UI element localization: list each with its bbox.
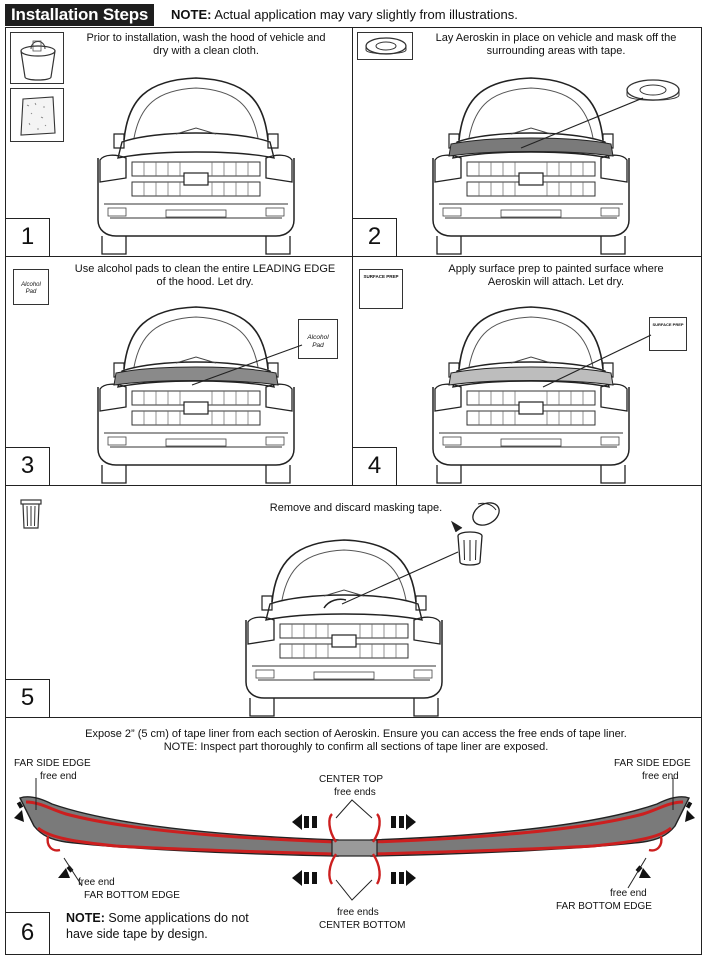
- step-6-instruction-1: Expose 2” (5 cm) of tape liner from each…: [85, 728, 627, 740]
- free-end-right-label: free end: [642, 771, 679, 782]
- step-4-number: 4: [353, 447, 397, 485]
- step-4-instruction: Apply surface prep to painted surface wh…: [448, 263, 664, 288]
- alcohol-pad-label-2: Pad: [25, 289, 37, 295]
- step-3-leader: [191, 344, 303, 386]
- step-2-leader: [520, 97, 644, 149]
- tape-roll-callout: [626, 79, 680, 101]
- aeroskin-tape-diagram: [14, 778, 695, 901]
- surface-prep-label: SURFACE PREP: [363, 274, 399, 279]
- free-end-bottom-left-label: free end: [78, 877, 115, 888]
- center-bottom-label: CENTER BOTTOM: [319, 920, 406, 931]
- free-end-bottom-right-label: free end: [610, 888, 647, 899]
- center-top-free-ends-label: free ends: [334, 787, 376, 798]
- trash-can-icon: [20, 499, 42, 529]
- alcohol-pad-callout-label-2: Pad: [312, 342, 324, 349]
- truck-illustration-1: [97, 77, 295, 255]
- step-6-note: NOTE: Some applications do not have side…: [66, 910, 249, 942]
- bucket-icon: [10, 32, 64, 84]
- step-1-number: 1: [6, 218, 50, 256]
- step-2-number: 2: [353, 218, 397, 256]
- step-6-panel: Expose 2” (5 cm) of tape liner from each…: [5, 717, 702, 955]
- step-6-instruction-2: NOTE: Inspect part thoroughly to confirm…: [163, 741, 549, 753]
- step-2-panel: Lay Aeroskin in place on vehicle and mas…: [352, 27, 702, 257]
- center-top-label: CENTER TOP: [319, 774, 384, 785]
- alcohol-pad-icon: Alcohol Pad: [13, 269, 49, 305]
- cloth-icon: [10, 88, 64, 142]
- page-title: Installation Steps: [5, 4, 155, 26]
- truck-illustration-2: [432, 77, 630, 255]
- far-bottom-edge-left-label: FAR BOTTOM EDGE: [84, 890, 180, 901]
- open-trash-can-callout: [450, 502, 500, 566]
- far-side-edge-right-label: FAR SIDE EDGE: [614, 758, 691, 769]
- step-5-number: 5: [6, 679, 50, 717]
- step-4-leader: [542, 334, 652, 388]
- step-6-note-label: NOTE:: [66, 911, 105, 925]
- step-6-number: 6: [6, 912, 50, 954]
- alcohol-pad-callout-label: Alcohol: [307, 334, 329, 341]
- step-3-panel: Alcohol Pad Use alcohol pads to clean th…: [5, 256, 353, 486]
- note-label: NOTE:: [171, 7, 212, 22]
- step-4-panel: SURFACE PREP Apply surface prep to paint…: [352, 256, 702, 486]
- step-1-instruction: Prior to installation, wash the hood of …: [86, 32, 326, 57]
- tape-roll-icon: [357, 32, 413, 60]
- surface-prep-callout-label: SURFACE PREP: [652, 322, 684, 327]
- step-5-instruction: Remove and discard masking tape.: [269, 502, 443, 514]
- truck-illustration-3: [97, 306, 295, 484]
- step-3-instruction: Use alcohol pads to clean the entire LEA…: [74, 263, 336, 288]
- truck-illustration-5: [245, 539, 443, 717]
- step-5-panel: Remove and discard masking tape. 5: [5, 485, 702, 718]
- header-note: NOTE: Actual application may vary slight…: [171, 6, 518, 24]
- step-1-panel: Prior to installation, wash the hood of …: [5, 27, 353, 257]
- step-6-note-text-1: Some applications do not: [108, 911, 249, 925]
- surface-prep-icon: SURFACE PREP: [359, 269, 403, 309]
- truck-illustration-4: [432, 306, 630, 484]
- header: Installation Steps NOTE: Actual applicat…: [5, 4, 715, 26]
- far-side-edge-left-label: FAR SIDE EDGE: [14, 758, 91, 769]
- alcohol-pad-label: Alcohol: [21, 282, 41, 288]
- note-text: Actual application may vary slightly fro…: [214, 7, 518, 22]
- step-2-instruction: Lay Aeroskin in place on vehicle and mas…: [435, 32, 677, 57]
- center-bottom-free-ends-label: free ends: [337, 907, 379, 918]
- alcohol-pad-callout: Alcohol Pad: [298, 319, 338, 359]
- free-end-left-label: free end: [40, 771, 77, 782]
- surface-prep-callout: SURFACE PREP: [649, 317, 687, 351]
- far-bottom-edge-right-label: FAR BOTTOM EDGE: [556, 901, 652, 912]
- step-6-note-text-2: have side tape by design.: [66, 927, 208, 941]
- step-3-number: 3: [6, 447, 50, 485]
- step-5-leader: [341, 551, 459, 605]
